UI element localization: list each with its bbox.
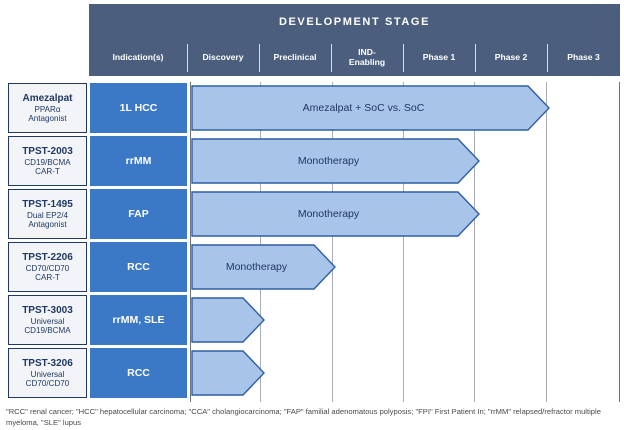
column-divider [331, 44, 332, 72]
grid-line [260, 82, 261, 402]
grid-line [474, 82, 475, 402]
column-header-preclinical[interactable]: Preclinical [259, 40, 331, 76]
indication-cell[interactable]: rrMM [90, 136, 187, 186]
grid-line [332, 82, 333, 402]
drug-target-line-2: Antagonist [28, 219, 67, 229]
indication-cell[interactable]: 1L HCC [90, 83, 187, 133]
column-divider [259, 44, 260, 72]
drug-target-line-1: CD19/BCMA [24, 157, 71, 167]
indication-cell[interactable]: rrMM, SLE [90, 295, 187, 345]
drug-target-line-2: CD70/CD70 [25, 378, 70, 388]
column-header-label: Phase 2 [494, 52, 528, 63]
drug-name: TPST-1495 [22, 199, 73, 211]
indication-label: FAP [128, 208, 149, 220]
column-header-ind-enabling[interactable]: IND-Enabling [331, 40, 403, 76]
drug-target-line-2: CAR-T [35, 272, 60, 282]
column-header-indication-s[interactable]: Indication(s) [89, 40, 187, 76]
indication-label: RCC [127, 367, 150, 379]
indication-label: rrMM, SLE [112, 314, 165, 326]
drug-target-line-2: Antagonist [28, 113, 67, 123]
footnote: "RCC" renal cancer; "HCC" hepatocellular… [6, 407, 601, 428]
indication-cell[interactable]: RCC [90, 242, 187, 292]
drug-name: TPST-3003 [22, 305, 73, 317]
drug-target-line-1: CD70/CD70 [25, 263, 70, 273]
arrow-shape [191, 297, 265, 343]
grid-line [403, 82, 404, 402]
drug-target-line-1: Universal [30, 369, 65, 379]
indication-label: rrMM [125, 155, 152, 167]
stage-progress-arrow[interactable]: Monotherapy [191, 138, 480, 184]
indication-cell[interactable]: RCC [90, 348, 187, 398]
stage-progress-arrow[interactable]: Monotherapy [191, 191, 480, 237]
drug-name: TPST-3206 [22, 358, 73, 370]
column-divider [403, 44, 404, 72]
grid-line [619, 82, 620, 402]
column-header-label: Phase 3 [567, 52, 600, 63]
column-divider [475, 44, 476, 72]
drug-name: Amezalpat [22, 93, 73, 105]
drug-name: TPST-2206 [22, 252, 73, 264]
column-header-label: Indication(s) [112, 52, 164, 63]
arrow-shape [191, 191, 480, 237]
arrow-shape [191, 138, 480, 184]
stage-progress-arrow[interactable]: Monotherapy [191, 244, 336, 290]
stage-progress-arrow[interactable] [191, 297, 265, 343]
column-header-discovery[interactable]: Discovery [187, 40, 259, 76]
page-title: DEVELOPMENT STAGE [278, 16, 431, 28]
column-divider [187, 44, 188, 72]
indication-label: 1L HCC [119, 102, 158, 114]
stage-column-headers: Indication(s) Discovery Preclinical IND-Ena… [89, 40, 620, 76]
column-header-phase-1[interactable]: Phase 1 [403, 40, 475, 76]
drug-target-line-1: Universal [30, 316, 65, 326]
column-header-label: Preclinical [273, 52, 317, 63]
drug-target-line-1: PPARα [34, 104, 61, 114]
stage-progress-arrow[interactable]: Amezalpat + SoC vs. SoC [191, 85, 550, 131]
column-divider [547, 44, 548, 72]
drug-target-line-2: CAR-T [35, 166, 60, 176]
column-header-phase-2[interactable]: Phase 2 [475, 40, 547, 76]
column-header-label: Discovery [202, 52, 244, 63]
grid-line [546, 82, 547, 402]
drug-name: TPST-2003 [22, 146, 73, 158]
drug-target-line-1: Dual EP2/4 [27, 210, 68, 220]
indication-cell[interactable]: FAP [90, 189, 187, 239]
grid-line [190, 82, 191, 402]
arrow-shape [191, 244, 336, 290]
arrow-shape [191, 350, 265, 396]
indication-label: RCC [127, 261, 150, 273]
stage-progress-arrow[interactable] [191, 350, 265, 396]
drug-target-line-2: CD19/BCMA [24, 325, 71, 335]
arrow-shape [191, 85, 550, 131]
stage-grid [190, 82, 620, 402]
development-stage-header: DEVELOPMENT STAGE Indication(s) Discovery… [89, 4, 620, 76]
column-header-phase-3[interactable]: Phase 3 [547, 40, 620, 76]
column-header-label: IND-Enabling [348, 47, 386, 67]
column-header-label: Phase 1 [422, 52, 456, 63]
